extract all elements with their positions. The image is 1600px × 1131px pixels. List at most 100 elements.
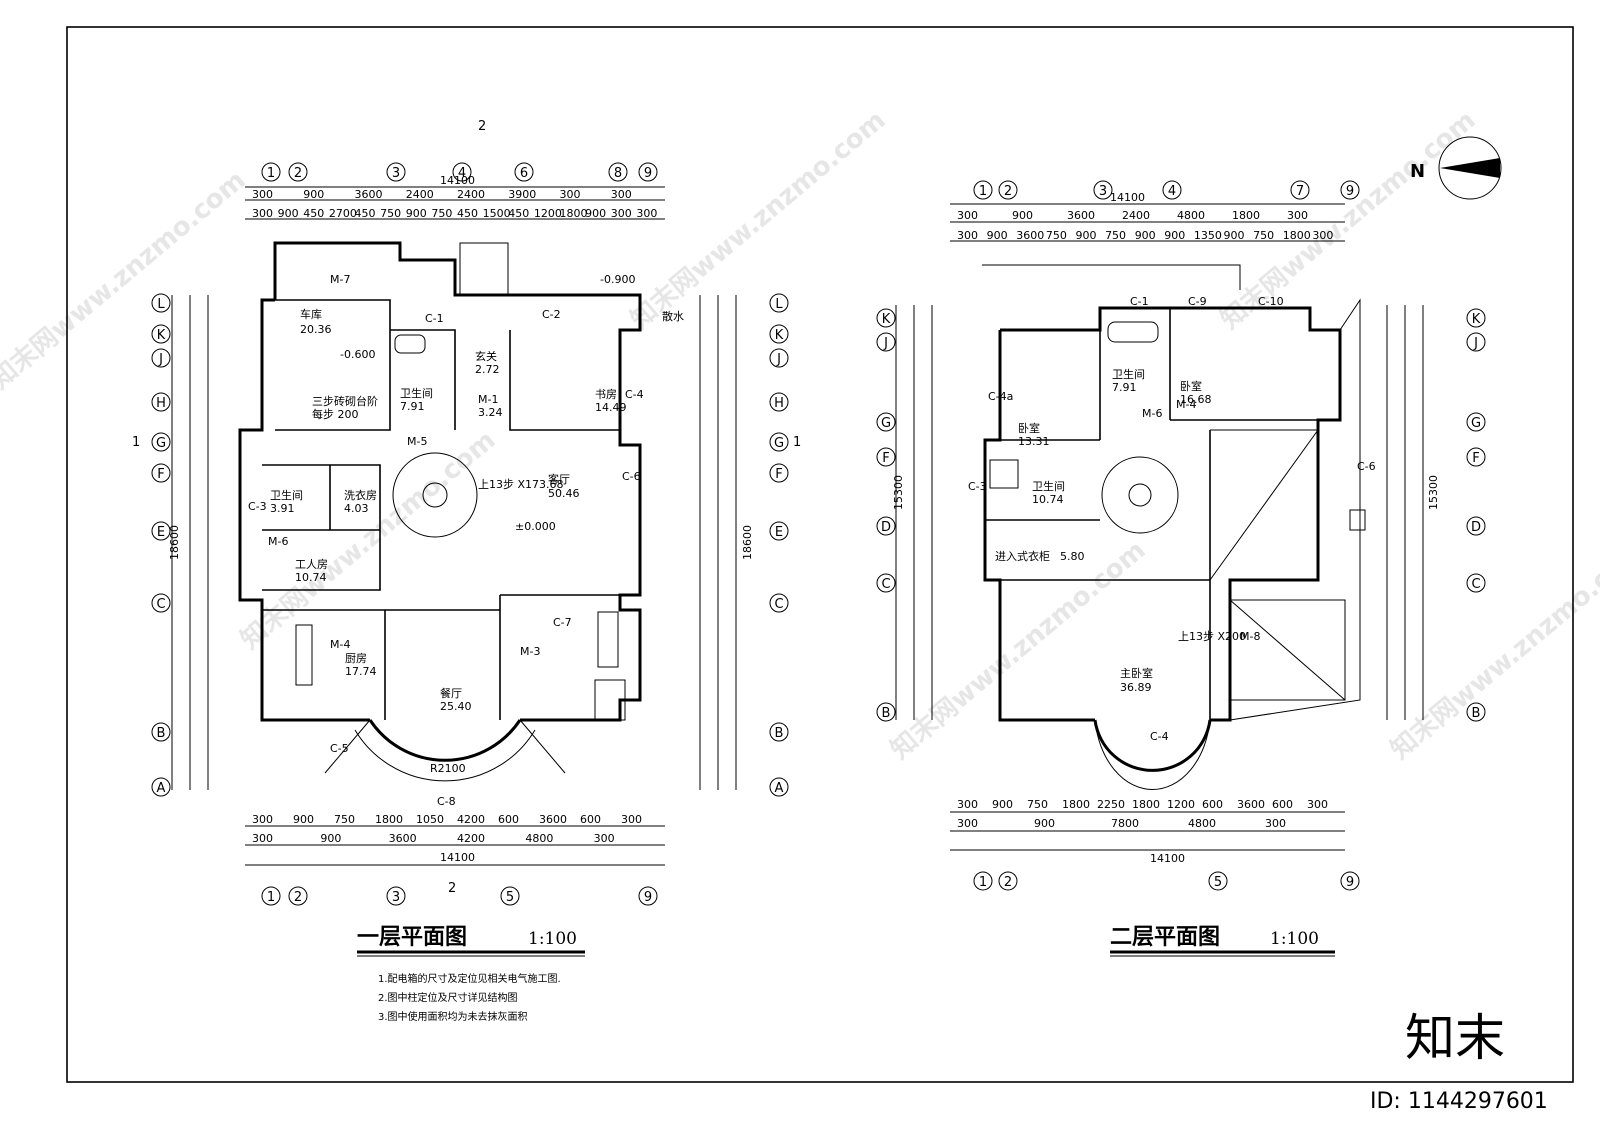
axis-label: L <box>775 297 783 312</box>
dimension-value: 3900 <box>508 188 536 201</box>
axis-bubble <box>769 521 789 541</box>
ff-scale: 1:100 <box>528 929 577 949</box>
axis-bubble <box>500 886 520 906</box>
dimension-value: 900 <box>987 229 1008 242</box>
sf-room-wc1-area: 7.91 <box>1112 381 1137 394</box>
sf-bay-window <box>1093 719 1212 772</box>
sf-room-wc1: 卫生间 <box>1112 367 1145 381</box>
dimension-value: 3600 <box>389 832 417 845</box>
axis-bubble <box>638 162 658 182</box>
dimension-value: 4800 <box>1177 209 1205 222</box>
dimension-value: 900 <box>278 207 299 220</box>
dimension-value: 600 <box>1272 798 1293 811</box>
dimension-value: 2400 <box>1122 209 1150 222</box>
dimension-value: 900 <box>293 813 314 826</box>
axis-label: K <box>882 312 891 327</box>
dimension-value: 300 <box>1312 229 1333 242</box>
axis-label: D <box>1471 520 1481 535</box>
sf-spiral-stair <box>1101 456 1179 534</box>
sf-right-total: 15300 <box>1427 475 1440 510</box>
axis-label: L <box>157 297 165 312</box>
dimension-value: 450 <box>303 207 324 220</box>
watermark-4: 知末网www.znzmo.com <box>885 535 1151 765</box>
sf-label-c6: C-6 <box>1357 460 1376 473</box>
axis-bubble <box>1208 871 1228 891</box>
axis-bubble <box>1093 180 1113 200</box>
sf-label-m8: M-8 <box>1240 630 1260 643</box>
axis-label: 3 <box>392 166 400 181</box>
dimension-value: 900 <box>1164 229 1185 242</box>
axis-bubble <box>151 463 171 483</box>
axis-label: 2 <box>1004 184 1012 199</box>
dimension-value: 450 <box>355 207 376 220</box>
axis-label: H <box>774 396 784 411</box>
axis-bubble <box>1162 180 1182 200</box>
axis-bubble <box>998 180 1018 200</box>
sf-exterior-wall-west <box>983 330 1095 722</box>
ff-bay-window <box>368 719 522 762</box>
axis-bubble <box>1466 573 1486 593</box>
dimension-value: 750 <box>1105 229 1126 242</box>
axis-label: 9 <box>1346 184 1354 199</box>
dimension-value: 300 <box>957 209 978 222</box>
axis-bubble <box>769 593 789 613</box>
axis-label: J <box>1473 336 1478 351</box>
sf-room-bed1-area: 13.31 <box>1018 435 1050 448</box>
ff-fixture <box>597 611 619 668</box>
sf-label-m4: M-4 <box>1176 398 1196 411</box>
axis-label: K <box>1472 312 1481 327</box>
axis-bubble <box>1466 332 1486 352</box>
sf-label-c4: C-4 <box>1150 730 1169 743</box>
axis-label: G <box>881 416 891 431</box>
axis-bubble <box>876 516 896 536</box>
ff-bay-edge <box>519 719 566 774</box>
dimension-value: 300 <box>957 229 978 242</box>
dimension-value: 600 <box>498 813 519 826</box>
sf-room-bed1: 卧室 <box>1018 421 1040 435</box>
axis-label: J <box>883 336 888 351</box>
ff-room-wc2: 卫生间 <box>270 488 303 502</box>
dimension-value: 300 <box>560 188 581 201</box>
axis-label: 1 <box>267 890 275 905</box>
sf-void-diagonal <box>1209 429 1319 581</box>
watermark-1: 知末网www.znzmo.com <box>0 165 251 395</box>
axis-bubble <box>1466 308 1486 328</box>
sf-label-c10: C-10 <box>1258 295 1284 308</box>
dimension-value: 2700 <box>329 207 357 220</box>
sf-overall-dim-top: 14100 <box>1110 191 1145 204</box>
axis-bubble <box>151 777 171 797</box>
dimension-value: 300 <box>1265 817 1286 830</box>
dimension-value: 1800 <box>1232 209 1260 222</box>
ff-title: 一层平面图 <box>357 925 467 950</box>
dimension-value: 900 <box>992 798 1013 811</box>
dimension-value: 300 <box>1287 209 1308 222</box>
axis-label: 1 <box>267 166 275 181</box>
dimension-value: 900 <box>406 207 427 220</box>
ff-room-living-area: 50.46 <box>548 487 580 500</box>
axis-label: F <box>157 467 164 482</box>
axis-label: G <box>774 436 784 451</box>
dimension-value: 1200 <box>534 207 562 220</box>
sf-room-master: 主卧室 <box>1120 666 1153 680</box>
ff-label-m5: M-5 <box>407 435 427 448</box>
ff-label-m3: M-3 <box>520 645 540 658</box>
ff-label-c8: C-8 <box>437 795 456 808</box>
axis-bubble <box>151 593 171 613</box>
axis-bubble <box>1466 516 1486 536</box>
dimension-value: 1050 <box>416 813 444 826</box>
axis-bubble <box>452 162 472 182</box>
axis-bubble <box>769 348 789 368</box>
axis-bubble <box>1340 871 1360 891</box>
axis-label: 2 <box>294 166 302 181</box>
dimension-value: 600 <box>1202 798 1223 811</box>
ff-level-living: ±0.000 <box>515 520 556 533</box>
ff-room-study-area: 14.49 <box>595 401 627 414</box>
sf-room-closet-area: 5.80 <box>1060 550 1085 563</box>
axis-label: K <box>775 328 784 343</box>
